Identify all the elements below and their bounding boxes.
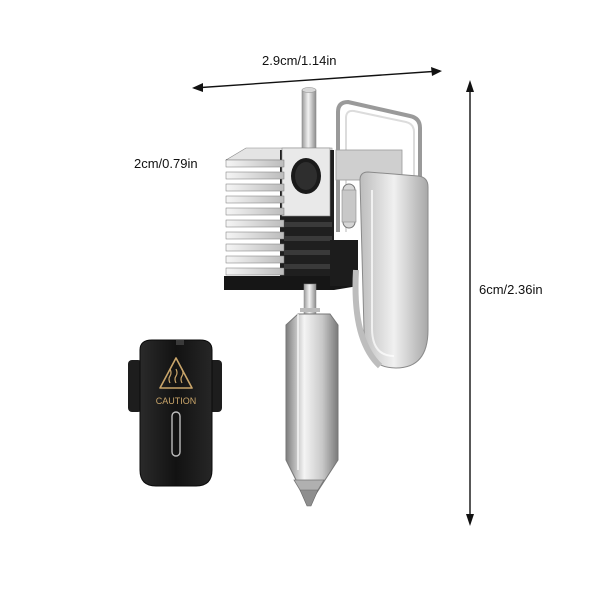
- width-dimension-label: 2.9cm/1.14in: [262, 53, 337, 68]
- height-dimension-arrow: [466, 80, 474, 526]
- caution-label: CAUTION: [156, 396, 197, 406]
- depth-dimension-label: 2cm/0.79in: [134, 156, 198, 171]
- hot-surface-warning-icon: [159, 357, 193, 389]
- nozzle: [285, 313, 339, 507]
- height-dimension-label: 6cm/2.36in: [479, 282, 543, 297]
- width-dimension-arrow: [192, 67, 442, 92]
- heatsink-fins: [225, 159, 285, 276]
- wire-clip: [336, 100, 422, 232]
- swing-paddle: [341, 171, 429, 369]
- silicone-cover: CAUTION: [128, 339, 222, 487]
